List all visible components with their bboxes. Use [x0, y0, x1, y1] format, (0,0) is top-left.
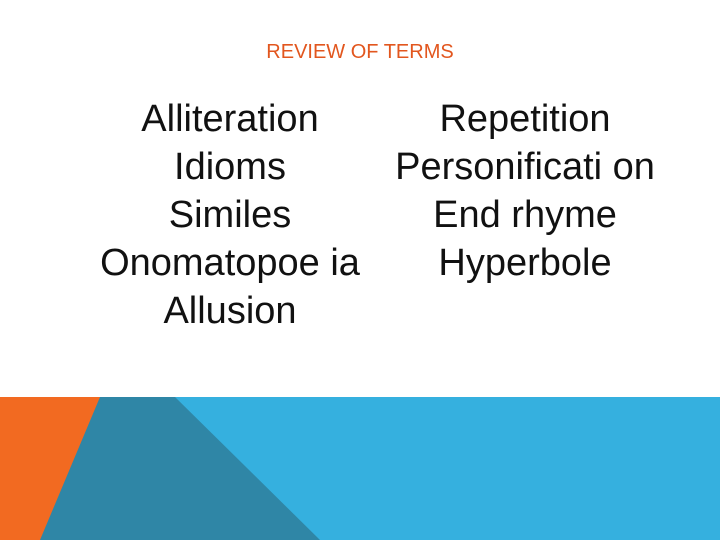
term-idioms: Idioms	[174, 146, 286, 188]
terms-right-column: Repetition Personificati on End rhyme Hy…	[375, 95, 675, 287]
term-similes: Similes	[168, 194, 292, 236]
orange-wedge	[0, 397, 100, 540]
term-repetition: Repetition	[439, 98, 611, 140]
term-personification: Personificati on	[395, 146, 655, 188]
terms-left-column: Alliteration Idioms Similes Onomatopoe i…	[60, 95, 400, 335]
term-alliteration: Alliteration	[141, 98, 319, 140]
term-end-rhyme: End rhyme	[433, 194, 617, 236]
term-hyperbole: Hyperbole	[438, 242, 612, 284]
term-allusion: Allusion	[163, 290, 297, 332]
slide-title: REVIEW OF TERMS	[266, 41, 454, 63]
term-onomatopoeia: Onomatopoe ia	[100, 242, 360, 284]
